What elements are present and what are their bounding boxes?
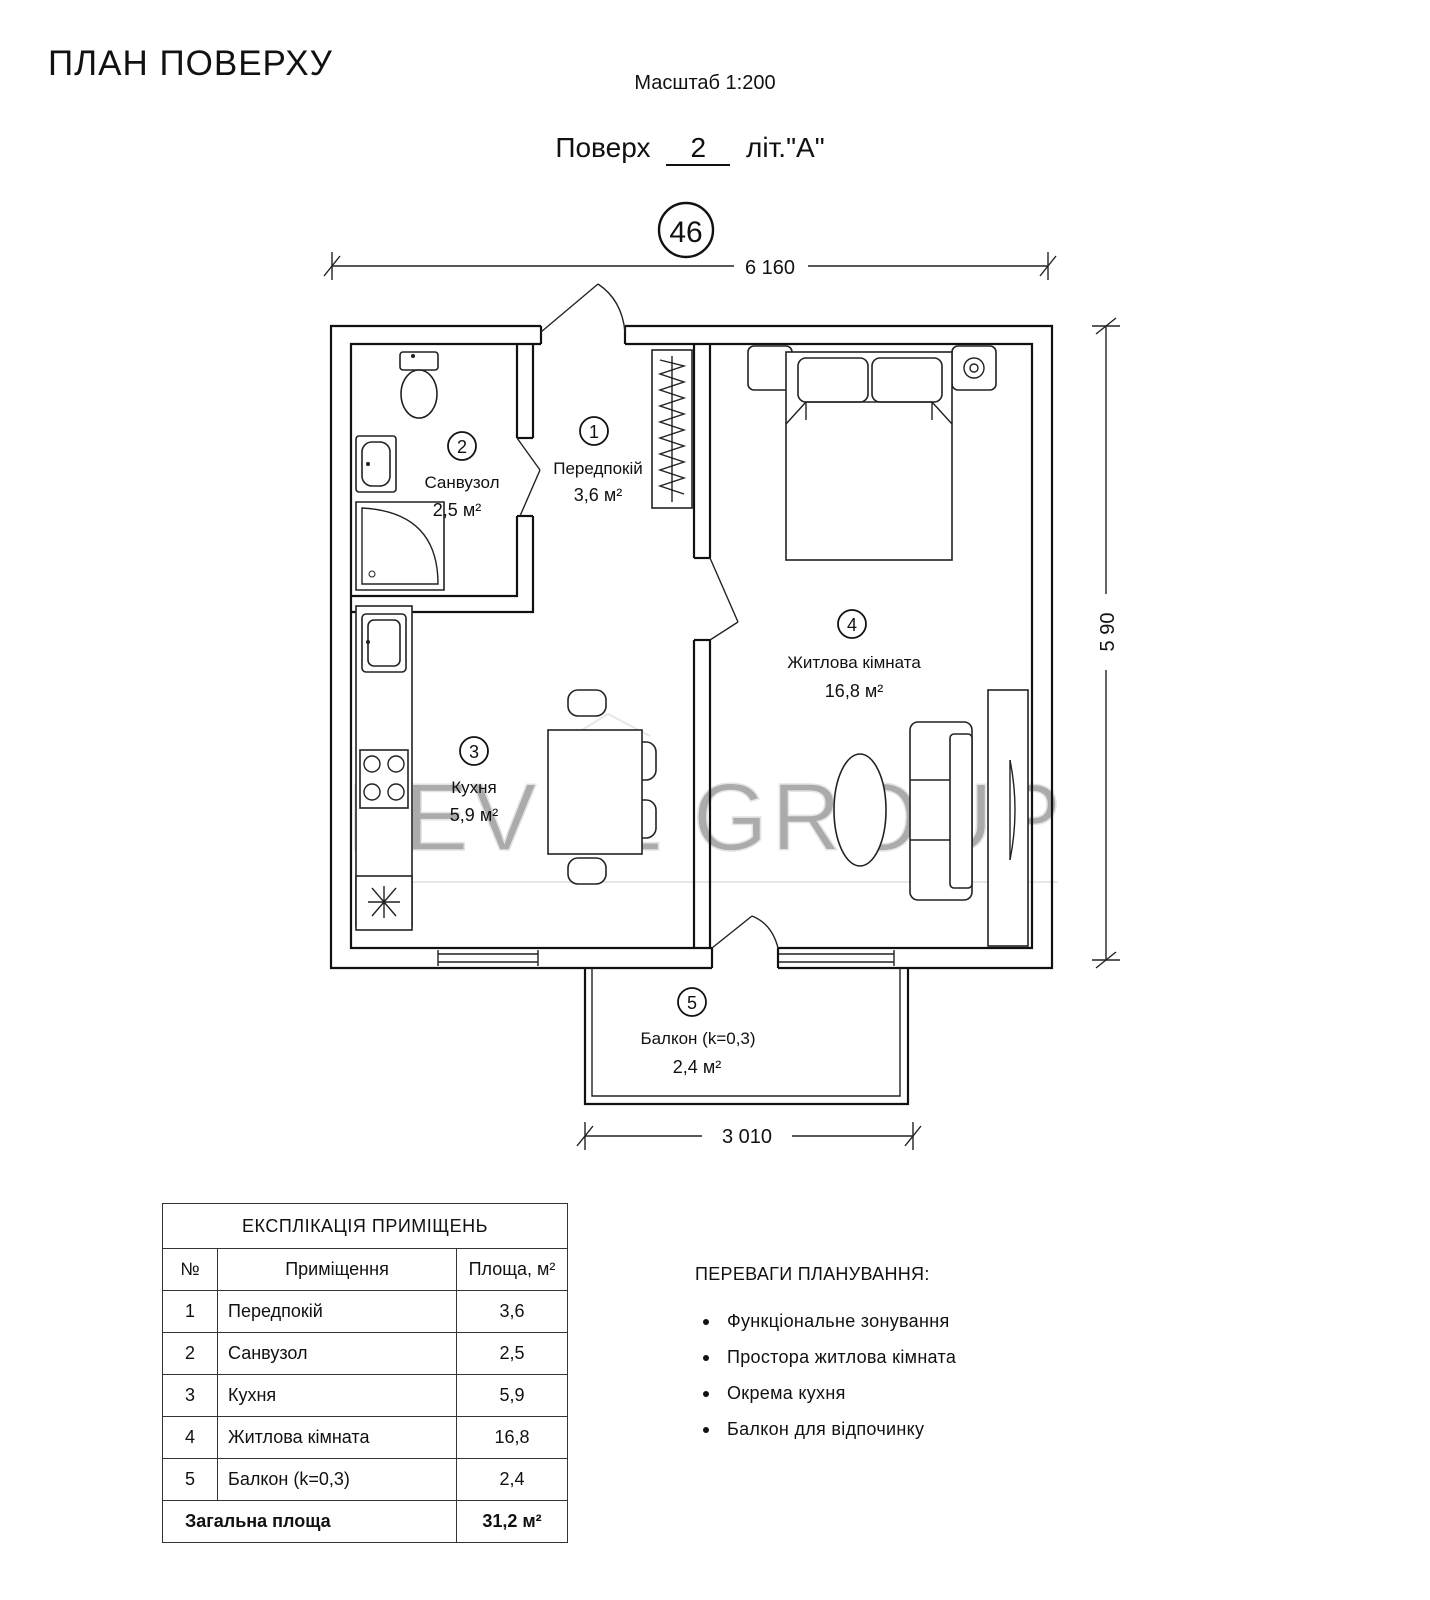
dimension-balcony-width: 3 010 [576,1122,922,1150]
row-number: 5 [162,1458,218,1501]
room-area: 3,6 м² [574,485,622,505]
row-number: 2 [162,1332,218,1375]
walls [329,324,1054,970]
kitchen-fixtures [355,605,413,931]
list-item: Функціональне зонування [695,1311,1115,1347]
room-name: Балкон (k=0,3) [640,1029,755,1048]
row-area: 2,5 [456,1332,568,1375]
row-room: Санвузол [217,1332,457,1375]
apartment-number: 46 [669,216,702,249]
column-header-number: № [162,1248,218,1291]
list-item: Окрема кухня [695,1383,1115,1419]
dimension-balcony-label: 3 010 [722,1126,772,1148]
room-name: Житлова кімната [787,653,921,672]
row-room: Балкон (k=0,3) [217,1458,457,1501]
room-area: 16,8 м² [825,681,883,701]
bedroom-furniture [747,345,997,561]
row-number: 1 [162,1290,218,1333]
floor-line: Поверх 2 літ."А" [480,132,900,166]
table-total-row: Загальна площа 31,2 м² [162,1500,568,1543]
bathroom-fixtures [355,351,445,591]
room-number: 4 [847,615,857,635]
doors [516,283,779,949]
row-area: 16,8 [456,1416,568,1459]
room-area: 5,9 м² [450,805,498,825]
row-room: Кухня [217,1374,457,1417]
table-row: 2 Санвузол 2,5 [162,1332,568,1375]
total-label: Загальна площа [162,1500,457,1543]
table-row: 4 Житлова кімната 16,8 [162,1416,568,1459]
floor-prefix: Поверх [555,132,651,163]
room-number: 3 [469,742,479,762]
list-item: Простора житлова кімната [695,1347,1115,1383]
row-area: 2,4 [456,1458,568,1501]
page-title: ПЛАН ПОВЕРХУ [48,44,333,83]
row-room: Передпокій [217,1290,457,1333]
dining-set [547,689,657,885]
floor-suffix: літ."А" [746,132,825,163]
table-row: 5 Балкон (k=0,3) 2,4 [162,1458,568,1501]
column-header-room: Приміщення [217,1248,457,1291]
row-room: Житлова кімната [217,1416,457,1459]
room-name: Санвузол [424,473,499,492]
floor-number: 2 [666,132,731,166]
scale-label: Масштаб 1:200 [634,72,776,94]
living-furniture [833,689,1029,947]
dimension-total-width: 6 160 [323,252,1057,280]
table-row: 1 Передпокій 3,6 [162,1290,568,1333]
room-area: 2,4 м² [673,1057,721,1077]
floor-plan: LEVEL GROUP 46 6 160 5 90 3 010 [323,201,1120,1150]
room-name: Кухня [451,778,497,797]
balcony [583,968,910,1106]
row-number: 4 [162,1416,218,1459]
dimension-height-label: 5 90 [1097,613,1119,652]
room-label-2: 2 Санвузол 2,5 м² [424,431,500,520]
room-number: 5 [687,993,697,1013]
hall-wardrobe [651,349,693,509]
room-name: Передпокій [553,459,643,478]
room-label-3: 3 Кухня 5,9 м² [450,736,498,825]
row-area: 3,6 [456,1290,568,1333]
explication-title: ЕКСПЛІКАЦІЯ ПРИМІЩЕНЬ [162,1203,568,1249]
explication-table: ЕКСПЛІКАЦІЯ ПРИМІЩЕНЬ № Приміщення Площа… [162,1203,568,1543]
room-label-5: 5 Балкон (k=0,3) 2,4 м² [640,987,756,1077]
room-number: 2 [457,437,467,457]
dimension-total-height: 5 90 [1092,317,1120,969]
advantages-list: Функціональне зонування Простора житлова… [695,1311,1115,1455]
advantages-title: ПЕРЕВАГИ ПЛАНУВАННЯ: [695,1264,930,1284]
row-area: 5,9 [456,1374,568,1417]
apartment-number-badge: 46 [657,201,715,259]
advantages-block: ПЕРЕВАГИ ПЛАНУВАННЯ: Функціональне зонув… [695,1264,1115,1455]
room-label-4: 4 Житлова кімната 16,8 м² [787,609,921,701]
column-header-area: Площа, м² [456,1248,568,1291]
dimension-width-label: 6 160 [745,257,795,279]
room-label-1: 1 Передпокій 3,6 м² [553,416,643,505]
row-number: 3 [162,1374,218,1417]
room-number: 1 [589,422,599,442]
room-area: 2,5 м² [433,500,481,520]
table-row: 3 Кухня 5,9 [162,1374,568,1417]
total-value: 31,2 м² [456,1500,568,1543]
list-item: Балкон для відпочинку [695,1419,1115,1455]
